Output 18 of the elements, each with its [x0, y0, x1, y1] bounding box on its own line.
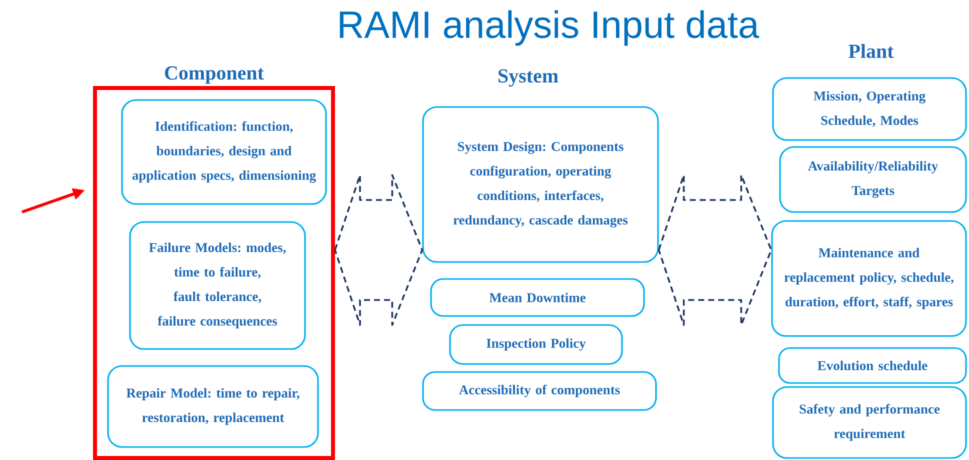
input-box: Mission, Operating Schedule, Modes	[772, 77, 967, 141]
title: RAMI analysis Input data	[340, 10, 760, 46]
input-box: Mean Downtime	[430, 278, 645, 317]
input-box: Accessibility of components	[422, 371, 657, 411]
input-box: Maintenance and replacement policy, schedule, duration, effort, staff, spares	[771, 220, 967, 337]
double-arrow	[334, 174, 424, 326]
input-box: Evolution schedule	[778, 347, 967, 384]
input-box: Identification: function, boundaries, design and application specs, dimensioning	[121, 99, 327, 205]
input-box: Availability/Reliability Targets	[779, 146, 967, 213]
input-box: Safety and performance requirement	[772, 386, 967, 459]
input-box: Inspection Policy	[449, 324, 623, 365]
input-box: System Design: Components configuration, operating conditions, interfaces, redundancy, cascade damages	[422, 106, 659, 263]
node-label: Component	[164, 66, 264, 84]
input-box: Failure Models: modes, time to failure, fault tolerance, failure consequences	[129, 221, 306, 350]
column-heading: Plant	[848, 44, 894, 58]
column-heading: System	[498, 69, 558, 87]
double-arrow	[658, 174, 772, 326]
input-box: Repair Model: time to repair, restoration, replacement	[107, 365, 319, 448]
